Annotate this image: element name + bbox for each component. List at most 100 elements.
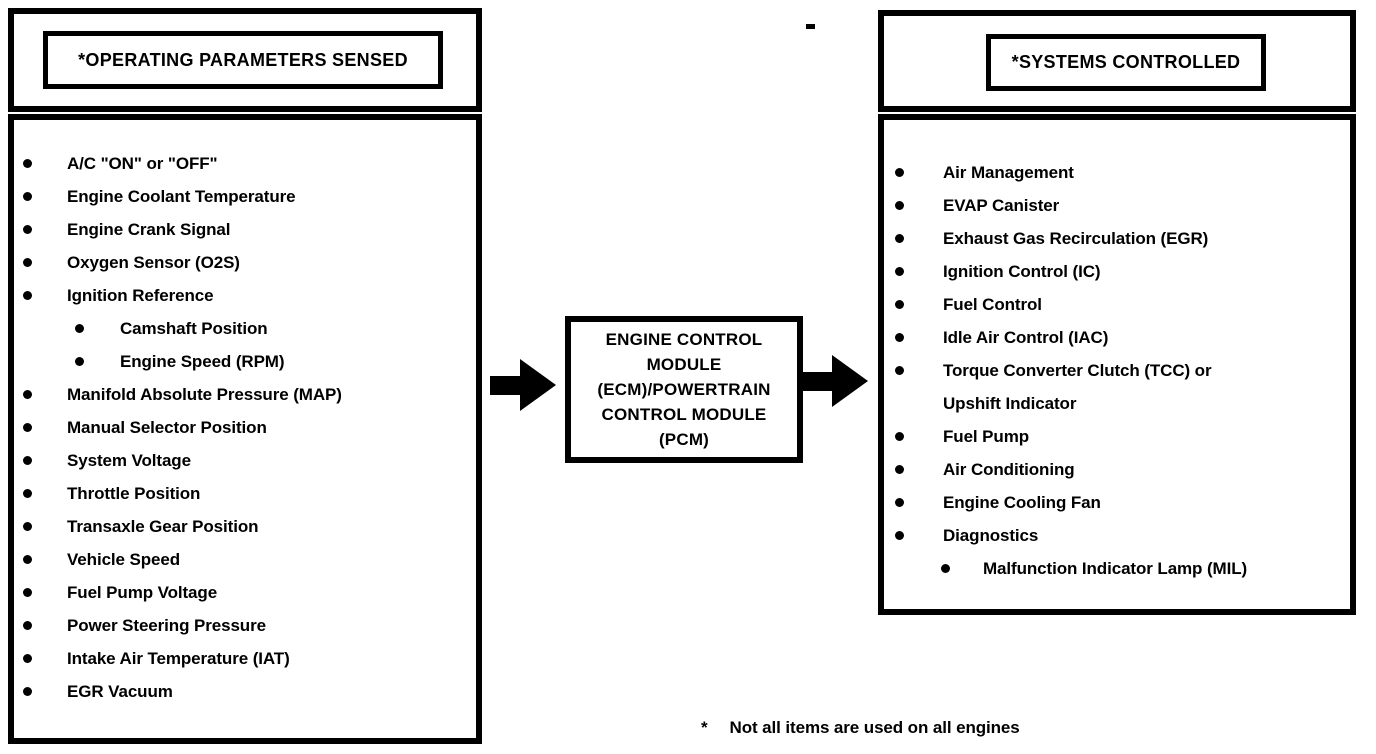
list-item: Camshaft Position	[14, 312, 476, 345]
list-item: Fuel Pump Voltage	[14, 576, 476, 609]
list-item-label: Intake Air Temperature (IAT)	[67, 649, 290, 668]
list-item-label: System Voltage	[67, 451, 191, 470]
list-item: Power Steering Pressure	[14, 609, 476, 642]
list-item: Throttle Position	[14, 477, 476, 510]
bullet-icon	[23, 225, 32, 234]
list-item-label: Fuel Pump	[943, 427, 1029, 446]
arrow-head	[832, 355, 868, 407]
list-item: Engine Speed (RPM)	[14, 345, 476, 378]
list-item-label: Engine Speed (RPM)	[120, 352, 285, 371]
bullet-icon	[23, 423, 32, 432]
left-header-box: *OPERATING PARAMETERS SENSED	[8, 8, 482, 112]
list-item-label: Fuel Control	[943, 295, 1042, 314]
list-item-label: Power Steering Pressure	[67, 616, 266, 635]
list-item: EGR Vacuum	[14, 675, 476, 708]
bullet-icon	[23, 258, 32, 267]
arrow-head	[520, 359, 556, 411]
list-item-label: Malfunction Indicator Lamp (MIL)	[983, 559, 1248, 578]
list-item: Air Management	[884, 156, 1350, 189]
list-item: System Voltage	[14, 444, 476, 477]
footnote-asterisk: *	[701, 718, 708, 737]
list-item: Engine Crank Signal	[14, 213, 476, 246]
input-arrow-icon	[490, 359, 556, 411]
list-item-label: EVAP Canister	[943, 196, 1060, 215]
list-item: Manual Selector Position	[14, 411, 476, 444]
bullet-icon	[895, 300, 904, 309]
bullet-icon	[895, 267, 904, 276]
bullet-icon	[23, 192, 32, 201]
bullet-icon	[23, 588, 32, 597]
list-item-label: A/C "ON" or "OFF"	[67, 154, 218, 173]
list-item: Malfunction Indicator Lamp (MIL)	[884, 552, 1350, 585]
arrow-shaft	[802, 372, 836, 391]
bullet-icon	[23, 489, 32, 498]
list-item: EVAP Canister	[884, 189, 1350, 222]
list-item: Air Conditioning	[884, 453, 1350, 486]
bullet-icon	[895, 432, 904, 441]
bullet-icon	[75, 357, 84, 366]
bullet-icon	[23, 291, 32, 300]
list-item: Intake Air Temperature (IAT)	[14, 642, 476, 675]
list-item: Transaxle Gear Position	[14, 510, 476, 543]
list-item-label: Vehicle Speed	[67, 550, 181, 569]
list-item-label: Engine Crank Signal	[67, 220, 231, 239]
scan-artifact-dash	[806, 24, 815, 29]
list-item-label: Throttle Position	[67, 484, 201, 503]
bullet-icon	[895, 465, 904, 474]
list-item-label: Manifold Absolute Pressure (MAP)	[67, 385, 342, 404]
list-item-label: Transaxle Gear Position	[67, 517, 259, 536]
list-item-label: Diagnostics	[943, 526, 1039, 545]
list-item: Ignition Reference	[14, 279, 476, 312]
ecm-pcm-module-label: ENGINE CONTROL MODULE (ECM)/POWERTRAIN C…	[597, 330, 771, 449]
bullet-icon	[23, 390, 32, 399]
bullet-icon	[23, 522, 32, 531]
list-item-label: Manual Selector Position	[67, 418, 267, 437]
list-item-label: Exhaust Gas Recirculation (EGR)	[943, 229, 1209, 248]
bullet-icon	[23, 687, 32, 696]
footnote-text: Not all items are used on all engines	[729, 718, 1020, 737]
bullet-icon	[895, 201, 904, 210]
bullet-icon	[23, 654, 32, 663]
list-item: Idle Air Control (IAC)	[884, 321, 1350, 354]
right-panel-title: *SYSTEMS CONTROLLED	[1011, 52, 1241, 72]
left-panel-title: *OPERATING PARAMETERS SENSED	[78, 49, 408, 70]
bullet-icon	[895, 333, 904, 342]
operating-parameters-list: A/C "ON" or "OFF" Engine Coolant Temperat…	[14, 120, 476, 708]
list-item-label: Torque Converter Clutch (TCC) or Upshift…	[943, 361, 1212, 413]
list-item: Engine Cooling Fan	[884, 486, 1350, 519]
left-title-box: *OPERATING PARAMETERS SENSED	[43, 31, 443, 89]
arrow-shaft	[490, 376, 524, 395]
list-item-label: EGR Vacuum	[67, 682, 173, 701]
output-arrow-icon	[802, 355, 868, 407]
list-item: Fuel Pump	[884, 420, 1350, 453]
bullet-icon	[895, 366, 904, 375]
list-item-label: Idle Air Control (IAC)	[943, 328, 1109, 347]
bullet-icon	[895, 168, 904, 177]
list-item: Exhaust Gas Recirculation (EGR)	[884, 222, 1350, 255]
right-title-box: *SYSTEMS CONTROLLED	[986, 34, 1266, 91]
bullet-icon	[895, 234, 904, 243]
list-item: Vehicle Speed	[14, 543, 476, 576]
bullet-icon	[895, 498, 904, 507]
list-item-label: Ignition Reference	[67, 286, 214, 305]
bullet-icon	[23, 159, 32, 168]
list-item: Oxygen Sensor (O2S)	[14, 246, 476, 279]
left-list-box: A/C "ON" or "OFF" Engine Coolant Temperat…	[8, 114, 482, 744]
ecm-pcm-module-box: ENGINE CONTROL MODULE (ECM)/POWERTRAIN C…	[565, 316, 803, 463]
bullet-icon	[23, 555, 32, 564]
list-item: A/C "ON" or "OFF"	[14, 147, 476, 180]
list-item-label: Engine Cooling Fan	[943, 493, 1101, 512]
list-item: Ignition Control (IC)	[884, 255, 1350, 288]
right-header-box: *SYSTEMS CONTROLLED	[878, 10, 1356, 112]
bullet-icon	[895, 531, 904, 540]
list-item: Engine Coolant Temperature	[14, 180, 476, 213]
list-item-label: Engine Coolant Temperature	[67, 187, 296, 206]
bullet-icon	[75, 324, 84, 333]
footnote: * Not all items are used on all engines	[701, 718, 1020, 738]
bullet-icon	[23, 456, 32, 465]
list-item-label: Oxygen Sensor (O2S)	[67, 253, 240, 272]
bullet-icon	[23, 621, 32, 630]
